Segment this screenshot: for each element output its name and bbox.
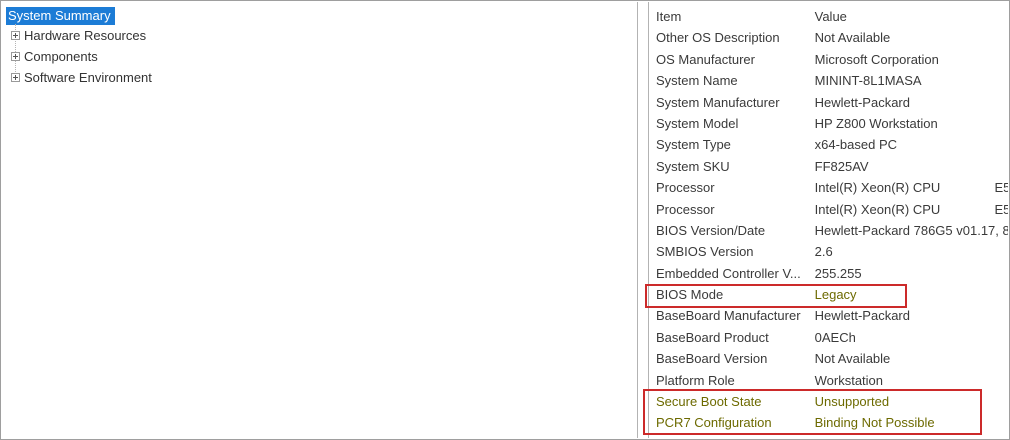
table-row[interactable]: BIOS Version/Date Hewlett-Packard 786G5 …: [656, 220, 1008, 241]
tree-item-label[interactable]: Hardware Resources: [24, 28, 147, 43]
expand-plus-icon[interactable]: [11, 73, 20, 82]
tree-item-hardware-resources[interactable]: Hardware Resources: [2, 26, 302, 47]
value-cell: Intel(R) Xeon(R) CPU E5506: [814, 201, 1008, 217]
item-cell: BIOS Mode: [656, 287, 724, 303]
tree-item-components[interactable]: Components: [2, 47, 302, 68]
item-cell: System Manufacturer: [656, 94, 780, 110]
item-cell: SMBIOS Version: [656, 244, 754, 260]
column-header-item[interactable]: Item: [656, 9, 682, 24]
value-cell: Hewlett-Packard: [814, 94, 910, 110]
tree-selected-label[interactable]: System Summary: [6, 7, 115, 25]
table-header-row: Item Value: [656, 6, 1008, 27]
table-row-bios-mode[interactable]: BIOS Mode Legacy: [656, 284, 1008, 305]
table-row[interactable]: BaseBoard Product 0AECh: [656, 327, 1008, 348]
table-row[interactable]: OS Manufacturer Microsoft Corporation: [656, 49, 1008, 70]
value-cell: HP Z800 Workstation: [814, 115, 938, 131]
table-row[interactable]: System SKU FF825AV: [656, 156, 1008, 177]
table-row[interactable]: SMBIOS Version 2.6: [656, 241, 1008, 262]
table-row-pcr7-configuration[interactable]: PCR7 Configuration Binding Not Possible: [656, 412, 1008, 433]
table-row[interactable]: Embedded Controller V... 255.255: [656, 263, 1008, 284]
table-row[interactable]: System Manufacturer Hewlett-Packard: [656, 92, 1008, 113]
value-cell: Not Available: [814, 30, 891, 46]
tree-item-software-environment[interactable]: Software Environment: [2, 68, 302, 89]
value-cell: Intel(R) Xeon(R) CPU E5506: [814, 180, 1008, 196]
value-cell: Hewlett-Packard: [814, 308, 910, 324]
table-row[interactable]: System Name MININT-8L1MASA: [656, 70, 1008, 91]
item-cell: System Type: [656, 137, 731, 153]
value-cell: Unsupported: [814, 394, 890, 410]
item-cell: BIOS Version/Date: [656, 222, 766, 238]
tree-item-system-summary[interactable]: System Summary: [6, 7, 115, 26]
item-cell: BaseBoard Version: [656, 351, 768, 367]
value-cell: Not Available: [814, 351, 891, 367]
column-header-value[interactable]: Value: [814, 9, 847, 24]
value-cell: Workstation: [814, 372, 884, 388]
value-cell: Legacy: [814, 287, 857, 303]
tree-item-label[interactable]: Software Environment: [24, 70, 152, 85]
table-row[interactable]: System Model HP Z800 Workstation: [656, 113, 1008, 134]
value-cell: Hewlett-Packard 786G5 v01.17, 8/: [814, 222, 1008, 238]
expand-plus-icon[interactable]: [11, 52, 20, 61]
table-row[interactable]: Platform Role Workstation: [656, 370, 1008, 391]
value-cell: 255.255: [814, 265, 862, 281]
item-cell: Other OS Description: [656, 30, 780, 46]
table-row[interactable]: Processor Intel(R) Xeon(R) CPU E5506: [656, 199, 1008, 220]
table-row-secure-boot-state[interactable]: Secure Boot State Unsupported: [656, 391, 1008, 412]
item-cell: System Name: [656, 73, 738, 89]
details-pane: Item Value Other OS Description Not Avai…: [648, 2, 1008, 438]
tree-item-label[interactable]: Components: [24, 49, 98, 64]
item-cell: System SKU: [656, 158, 730, 174]
table-row[interactable]: System Type x64-based PC: [656, 134, 1008, 155]
value-cell: Binding Not Possible: [814, 415, 935, 431]
item-cell: Embedded Controller V...: [656, 265, 801, 281]
secure-boot-annotation-box: [643, 389, 982, 435]
item-cell: PCR7 Configuration: [656, 415, 772, 431]
table-row[interactable]: BaseBoard Version Not Available: [656, 348, 1008, 369]
item-cell: BaseBoard Product: [656, 329, 769, 345]
item-cell: Processor: [656, 201, 715, 217]
table-row[interactable]: Processor Intel(R) Xeon(R) CPU E5506: [656, 177, 1008, 198]
item-cell: Processor: [656, 180, 715, 196]
value-cell: 0AECh: [814, 329, 856, 345]
bios-mode-annotation-box: [645, 284, 907, 308]
value-cell: Microsoft Corporation: [814, 51, 939, 67]
value-cell: FF825AV: [814, 158, 869, 174]
item-cell: Secure Boot State: [656, 394, 762, 410]
value-cell: x64-based PC: [814, 137, 898, 153]
item-cell: System Model: [656, 115, 739, 131]
item-cell: BaseBoard Manufacturer: [656, 308, 801, 324]
table-row[interactable]: Other OS Description Not Available: [656, 27, 1008, 48]
table-row[interactable]: BaseBoard Manufacturer Hewlett-Packard: [656, 305, 1008, 326]
item-cell: OS Manufacturer: [656, 51, 755, 67]
category-tree-pane: System Summary Hardware Resources Compon…: [2, 2, 638, 438]
expand-plus-icon[interactable]: [11, 31, 20, 40]
value-cell: 2.6: [814, 244, 833, 260]
item-cell: Platform Role: [656, 372, 735, 388]
value-cell: MININT-8L1MASA: [814, 73, 922, 89]
